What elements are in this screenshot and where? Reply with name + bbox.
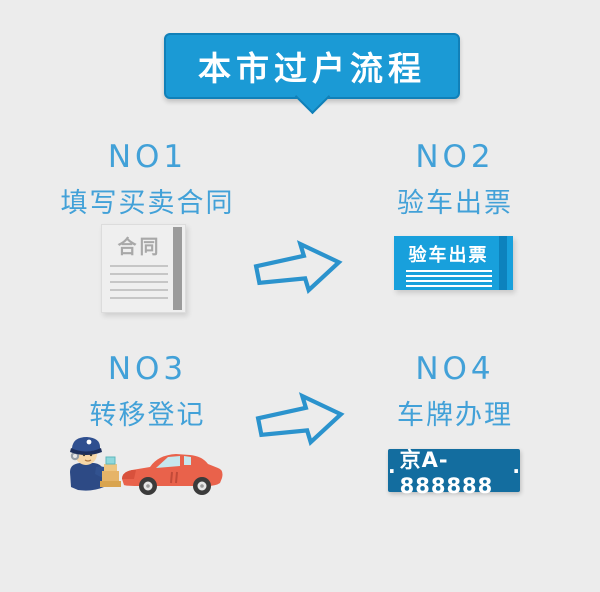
- step4-header: NO4 车牌办理: [355, 353, 555, 432]
- title-banner: 本市过户流程: [164, 33, 460, 115]
- step1-number: NO1: [107, 139, 188, 175]
- red-car-icon: [122, 454, 223, 495]
- contract-document-label: 合同: [117, 236, 162, 258]
- step3-number: NO3: [107, 351, 188, 387]
- arrow-right-icon: [253, 240, 343, 295]
- plate-number: 京A-888888: [399, 447, 494, 498]
- step4-number: NO4: [415, 351, 495, 387]
- step3-label: 转移登记: [89, 399, 206, 431]
- ticket-edge: [499, 236, 507, 290]
- arrow-right-icon: [255, 392, 345, 447]
- ticket-label: 验车出票: [408, 245, 489, 266]
- plate-bolt-right: ·: [512, 458, 520, 483]
- step1-label: 填写买卖合同: [60, 187, 235, 219]
- step4-label: 车牌办理: [397, 399, 513, 431]
- step1-header: NO1 填写买卖合同: [40, 141, 255, 220]
- step3-header: NO3 转移登记: [40, 353, 255, 432]
- step2-label: 验车出票: [397, 187, 513, 219]
- police-officer-icon: [70, 437, 121, 491]
- license-plate-icon: · 京A-888888 ·: [388, 448, 520, 498]
- inspection-ticket-icon: 验车出票: [394, 236, 513, 290]
- contract-document-icon: 合同: [101, 224, 186, 313]
- page-title: 本市过户流程: [198, 49, 426, 88]
- police-and-car-illustration: [70, 437, 223, 495]
- plate-bolt-left: ·: [388, 458, 396, 483]
- step2-number: NO2: [415, 139, 495, 175]
- step2-header: NO2 验车出票: [355, 141, 555, 220]
- document-spine: [173, 227, 182, 310]
